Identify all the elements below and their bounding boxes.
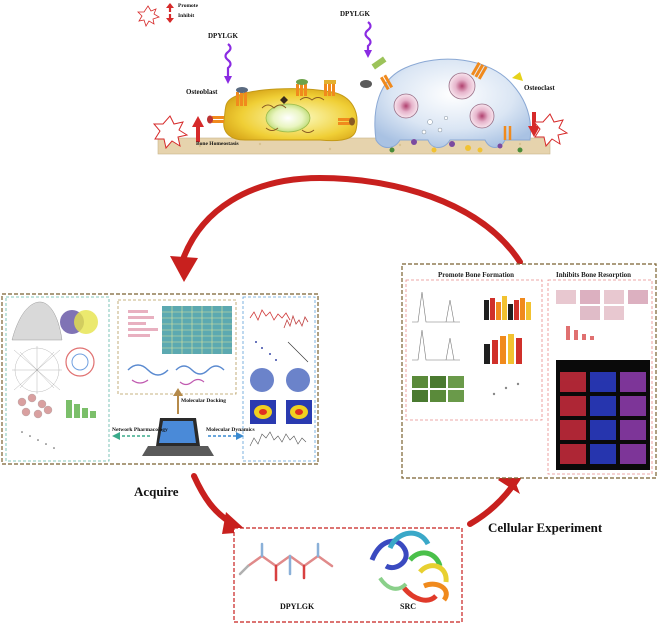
bone-formation-thumbnails — [412, 291, 531, 402]
bone-resorption-box — [547, 279, 653, 475]
network-thumbnails — [11, 301, 98, 449]
network-pharmacology-box — [5, 296, 110, 462]
src-protein-ribbon — [369, 530, 449, 603]
bottom-protein-label: SRC — [400, 602, 417, 611]
laptop-icon — [142, 418, 214, 456]
molecular-dynamics-box — [242, 296, 316, 462]
network-pharmacology-label: Network Pharmacology — [112, 427, 168, 433]
bone-formation-box — [405, 279, 543, 421]
osteoblast-cell — [223, 88, 358, 142]
osteoclast-cell — [374, 58, 532, 153]
peptide-squiggle-right — [364, 21, 372, 54]
structures-panel — [233, 527, 463, 623]
inhibit-indicator-right — [528, 112, 569, 148]
peptide-label-left: DPYLGK — [208, 32, 238, 40]
molecular-docking-label: Molecular Docking — [181, 398, 226, 404]
bone-homeostasis-label: Bone Homeostasis — [196, 141, 239, 147]
docking-thumbnails — [127, 306, 232, 386]
promote-indicator-left — [152, 115, 204, 150]
bone-resorption-thumbnails — [556, 290, 650, 470]
osteoblast-label: Osteoblast — [186, 88, 218, 96]
osteoblast-receptors — [207, 79, 355, 126]
dynamics-right-arrow — [208, 432, 244, 440]
peptide-stick-model — [238, 542, 334, 582]
docking-up-arrow — [173, 388, 183, 414]
cellular-experiment-label: Cellular Experiment — [488, 520, 603, 535]
osteoclast-label: Osteoclast — [524, 84, 555, 92]
inhibits-bone-resorption-title: Inhibits Bone Resorption — [556, 271, 632, 279]
acquire-label: Acquire — [134, 484, 179, 499]
legend-promote-inhibit — [137, 3, 174, 27]
dynamics-thumbnails — [249, 309, 312, 447]
promote-bone-formation-title: Promote Bone Formation — [438, 271, 515, 279]
legend-promote-label: Promote — [178, 3, 199, 9]
legend-inhibit-label: Inhibit — [178, 13, 195, 19]
peptide-label-right: DPYLGK — [340, 10, 370, 18]
arrowhead-to-acquire — [170, 256, 198, 282]
bottom-peptide-label: DPYLGK — [280, 602, 315, 611]
osteoclast-receptors — [360, 56, 523, 140]
network-left-arrow — [112, 432, 150, 440]
peptide-squiggle-left — [224, 43, 232, 78]
molecular-dynamics-label: Molecular Dynamics — [206, 427, 255, 433]
